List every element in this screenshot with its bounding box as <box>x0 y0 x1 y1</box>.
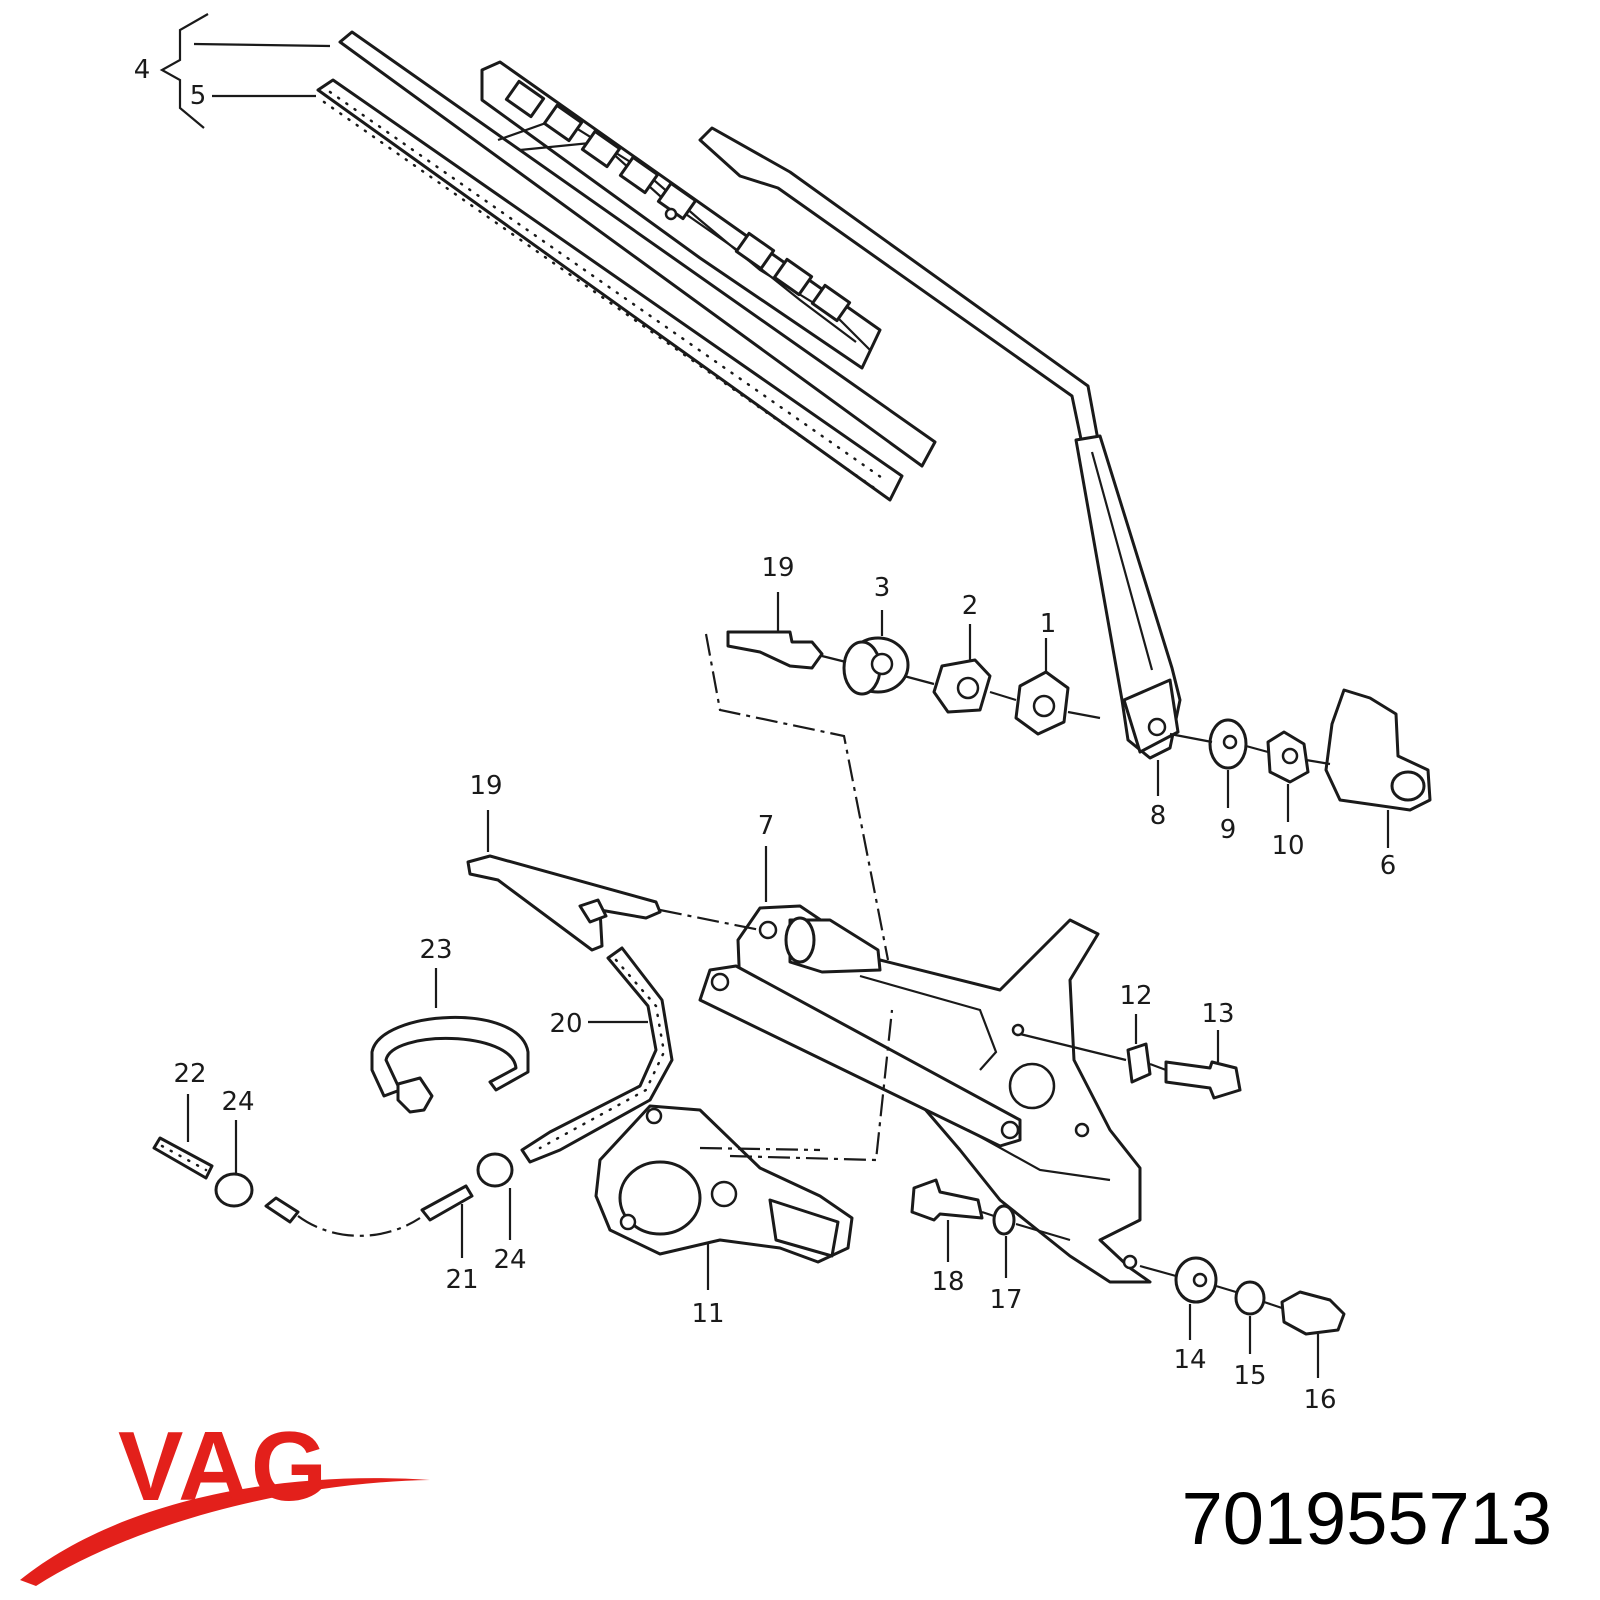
wiper-arm <box>698 126 1182 760</box>
hose-clamp-24a <box>214 1172 254 1208</box>
wiper-blade-frame <box>338 30 937 468</box>
callout-24-right: 24 <box>493 1245 526 1275</box>
bracket-crease-2 <box>967 1129 1111 1182</box>
hose-line <box>297 1215 421 1237</box>
callout-5: 5 <box>190 81 207 111</box>
cap-nut-16 <box>1280 1290 1346 1336</box>
callout-17: 17 <box>989 1285 1022 1315</box>
wiper-bracket-7 <box>698 904 1152 1284</box>
callout-16: 16 <box>1303 1385 1336 1415</box>
blade-claws <box>504 79 852 323</box>
motor-can <box>768 1198 840 1258</box>
washer-hose-20 <box>520 946 674 1164</box>
assembly-guide-1 <box>704 633 890 961</box>
lock-washer-12 <box>1126 1042 1152 1084</box>
callout-19-lower: 19 <box>469 771 502 801</box>
part-number: 701955713 <box>1182 1477 1552 1560</box>
assembly-guide-3 <box>729 1009 894 1162</box>
upper-fasteners <box>704 630 1432 961</box>
callout-15: 15 <box>1233 1361 1266 1391</box>
lower-fasteners <box>910 1032 1346 1336</box>
callout-11: 11 <box>691 1299 724 1329</box>
callout-18: 18 <box>931 1267 964 1297</box>
bolt-13 <box>1164 1060 1242 1100</box>
cap-6-stud <box>1390 770 1426 802</box>
spindle-19-upper <box>726 630 824 670</box>
hose-joint <box>264 1196 300 1224</box>
hose-dots <box>538 958 666 1150</box>
callout-9: 9 <box>1220 815 1237 845</box>
callout-23: 23 <box>419 935 452 965</box>
clip-band-pin <box>396 1076 434 1114</box>
callout-24-left: 24 <box>221 1087 254 1117</box>
bracket-crease <box>859 974 998 1071</box>
rubber-dots-2 <box>322 100 882 494</box>
callout-6: 6 <box>1380 851 1397 881</box>
callout-22: 22 <box>173 1059 206 1089</box>
hose-connector-21 <box>420 1184 474 1222</box>
arm-body-groove <box>1090 451 1154 671</box>
wiper-rubber-insert <box>316 78 904 502</box>
vag-logo: VAG <box>20 1411 430 1586</box>
callout-12: 12 <box>1119 981 1152 1011</box>
logo-swoosh <box>20 1478 430 1586</box>
linkage-rod <box>698 964 1022 1148</box>
callout-7: 7 <box>758 811 775 841</box>
callout-21: 21 <box>445 1265 478 1295</box>
callout-10: 10 <box>1271 831 1304 861</box>
callout-20: 20 <box>549 1009 582 1039</box>
callout-labels: 4 5 19 3 2 1 8 9 10 6 19 7 23 20 12 13 2… <box>134 55 1397 1415</box>
arm-head <box>1122 678 1180 754</box>
motor-shaft <box>710 1180 738 1208</box>
clip-band-23 <box>370 1016 530 1098</box>
spindle-19-lower <box>466 854 662 952</box>
callout-14: 14 <box>1173 1345 1206 1375</box>
callout-3: 3 <box>874 573 891 603</box>
wiper-arm-body <box>1074 434 1182 760</box>
washer-nozzle-assembly <box>152 854 761 1237</box>
callout-1: 1 <box>1040 609 1057 639</box>
washer-17 <box>992 1204 1016 1236</box>
wiper-motor-11 <box>594 1009 894 1264</box>
washer-15 <box>1234 1280 1266 1316</box>
callout-4: 4 <box>134 55 151 85</box>
hose-piece-22 <box>152 1136 214 1180</box>
callout-8: 8 <box>1150 801 1167 831</box>
brand-text: VAG <box>118 1411 329 1521</box>
callout-19-upper: 19 <box>761 553 794 583</box>
wiper-blade-assembly <box>316 30 937 502</box>
callout-2: 2 <box>962 591 979 621</box>
nozzle-clip <box>578 898 608 924</box>
assembly-guide-2 <box>659 908 761 932</box>
spindle-end <box>784 916 816 964</box>
arm-mount-hole <box>1147 717 1167 737</box>
bolt-18 <box>910 1178 984 1222</box>
motor-gearbox <box>618 1160 702 1236</box>
leader-lines <box>159 13 1390 1378</box>
callout-13: 13 <box>1201 999 1234 1029</box>
hose-clamp-24b <box>476 1152 514 1188</box>
